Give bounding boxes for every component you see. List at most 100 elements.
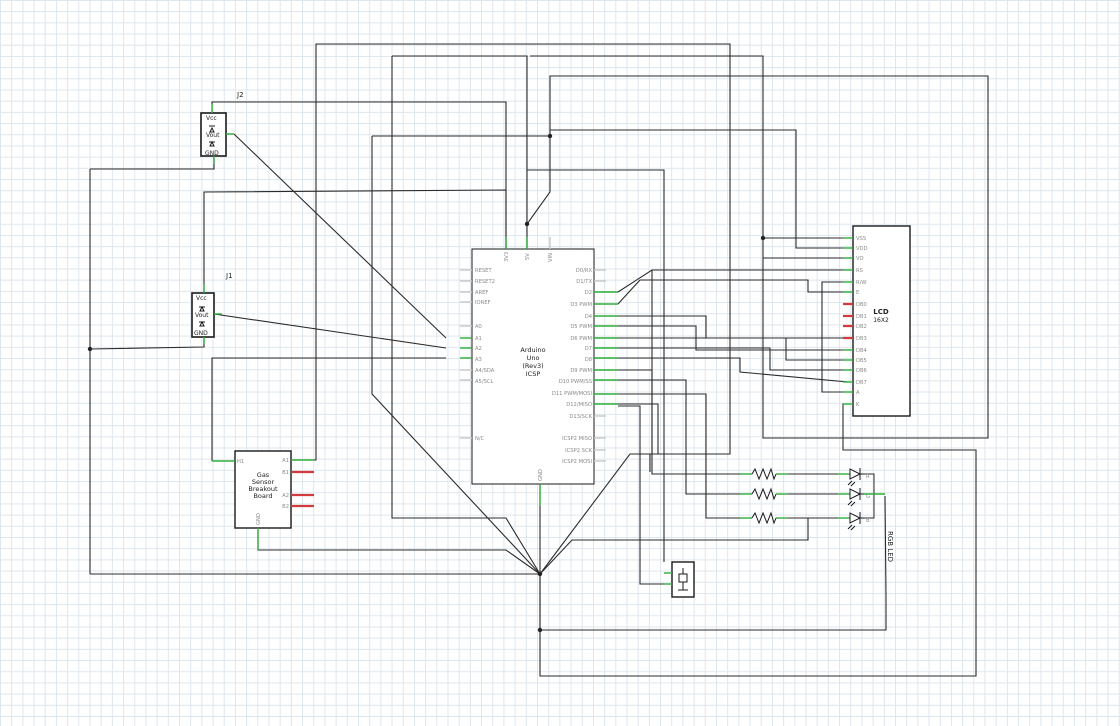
lcd-subtitle: 16X2	[873, 317, 889, 324]
junction-5v-branch	[547, 133, 553, 139]
resistor-2	[740, 487, 788, 501]
arduino-pin-nc: N/C	[475, 436, 485, 442]
gas-pin-b2: B2	[282, 504, 289, 510]
wire-j2-vcc	[211, 101, 507, 249]
wire-5v-up	[392, 55, 528, 170]
lcd-pin-db4: DB4	[856, 348, 868, 354]
junction-j1-gnd	[87, 346, 93, 352]
j2-gnd-label: GND	[205, 150, 219, 157]
lcd-title: LCD	[873, 308, 889, 316]
j1-vout-label: Vout	[195, 312, 209, 319]
resistor-3	[740, 511, 788, 525]
arduino-pin-d3: D3 PWM	[570, 302, 592, 308]
lcd-pin-db2: DB2	[856, 324, 867, 330]
resistor-3-symbol	[751, 511, 777, 525]
wire-j2-gnd	[90, 155, 215, 170]
arduino-pin-a5: A5/SCL	[475, 379, 494, 385]
rgb-led: R G B RGB LED	[838, 468, 894, 562]
arduino-pin-d6: D6 PWM	[570, 336, 592, 342]
gas-sensor-board: H1 A1 B1 A2 B2 GND Gas Sensor Breakout B…	[212, 450, 314, 550]
wire-d-bus-2	[371, 136, 541, 575]
resistor-1	[740, 467, 788, 481]
j2-vout-label: Vout	[206, 132, 220, 139]
wire-5v-top	[526, 75, 989, 439]
arduino-name-line-4: ICSP	[526, 370, 541, 378]
arduino-pin-d2: D2	[585, 290, 592, 296]
arduino-pin-a2: A2	[475, 346, 482, 352]
led-pin-b: B	[866, 518, 870, 524]
rgb-led-label: RGB LED	[886, 531, 894, 562]
arduino-pin-d9: D9 PWM	[570, 368, 592, 374]
wire-lcd-rw-a	[821, 281, 848, 393]
lcd-16x2: LCD 16X2 VSS VDD VO RS R/W E DB0 DB1 DB2…	[843, 225, 911, 417]
j1-phototransistor-icon	[199, 305, 205, 312]
lcd-pin-e: E	[856, 290, 859, 296]
arduino-pin-icsp2-sck: ICSP2 SCK	[565, 448, 592, 454]
arduino-pin-gnd: GND	[538, 469, 544, 481]
gas-pin-b1: B1	[282, 470, 289, 476]
arduino-pin-a1: A1	[475, 336, 482, 342]
lcd-pin-vss: VSS	[856, 236, 866, 242]
arduino-name-line-3: (Rev3)	[522, 362, 543, 370]
wire-d10-led-g	[618, 379, 740, 495]
lcd-pin-rw: R/W	[856, 280, 866, 286]
j2-phototransistor-icon	[209, 125, 215, 133]
arduino-pin-a3: A3	[475, 357, 482, 363]
connector-label-j1: J1	[225, 272, 233, 280]
junction-5v	[524, 221, 530, 227]
arduino-pin-d10: D10 PWM/SS	[559, 379, 592, 385]
arduino-pin-d0: D0/RX	[576, 268, 593, 274]
arduino-pin-a4: A4/SDA	[475, 368, 495, 374]
lcd-pins	[843, 237, 853, 405]
wire-j1-gnd	[89, 339, 205, 350]
j2-vcc-label: Vcc	[206, 115, 217, 122]
lcd-pin-vo: VO	[856, 256, 864, 262]
lcd-pin-db6: DB6	[856, 368, 867, 374]
arduino-left-pins: RESET RESET2 AREF IOREF A0 A1 A2 A3 A4/S…	[460, 268, 495, 442]
arduino-pin-ioref: IOREF	[475, 300, 490, 306]
arduino-pin-d13: D13/SCK	[569, 414, 592, 420]
j1-vcc-label: Vcc	[196, 295, 207, 302]
resistor-2-symbol	[751, 487, 777, 501]
j2-diode-icon	[209, 140, 215, 147]
wire-d9-led-r	[618, 369, 740, 475]
arduino-name-line-2: Uno	[527, 354, 540, 362]
lcd-pin-db3: DB3	[856, 336, 867, 342]
arduino-pin-d7: D7	[585, 346, 592, 352]
lcd-pin-db1: DB1	[856, 314, 867, 320]
arduino-name-line-1: Arduino	[520, 346, 545, 354]
wire-j1-vout-a2	[213, 313, 447, 349]
wire-gas-a1	[302, 43, 731, 575]
light-sensor-j2: J2 Vcc Vout GND	[200, 91, 244, 164]
wire-j2-vout-a1	[233, 133, 447, 339]
lcd-body	[852, 225, 911, 417]
led-pin-r: R	[866, 474, 870, 480]
junction-gnd-hub	[537, 571, 543, 577]
wire-j1-vcc	[203, 189, 507, 292]
lcd-pin-db7: DB7	[856, 380, 867, 386]
wire-led-gnd	[539, 518, 809, 575]
gas-title-line-1: Gas	[257, 471, 270, 479]
arduino-pin-3v3: 3V3	[504, 252, 510, 262]
resistor-1-symbol	[751, 467, 777, 481]
junction-lcd-vss	[760, 235, 766, 241]
lcd-pin-a: A	[856, 390, 860, 396]
gas-title-line-2: Sensor	[252, 478, 275, 486]
resistors	[740, 467, 788, 525]
j1-diode-icon	[199, 320, 205, 327]
gas-pin-gnd: GND	[256, 513, 262, 525]
light-sensor-j1: J1 Vcc Vout GND	[191, 272, 233, 344]
gas-title-line-4: Board	[253, 492, 272, 500]
arduino-pin-aref: AREF	[475, 290, 488, 296]
arduino-pin-d11: D11 PWM/MOSI	[552, 391, 593, 397]
arduino-pin-d12: D12/MISO	[566, 402, 592, 408]
led-pin-g: G	[866, 494, 870, 500]
j1-body	[191, 292, 215, 338]
lcd-pin-db0: DB0	[856, 302, 867, 308]
buzzer-icon	[678, 568, 688, 591]
arduino-uno: 3V3 5V VIN GND RESET RESET2 AREF IOREF A…	[460, 237, 618, 506]
wire-d3-e	[617, 279, 848, 305]
arduino-pin-reset2: RESET2	[475, 279, 495, 285]
wire-lcd-vss-up	[530, 55, 764, 238]
